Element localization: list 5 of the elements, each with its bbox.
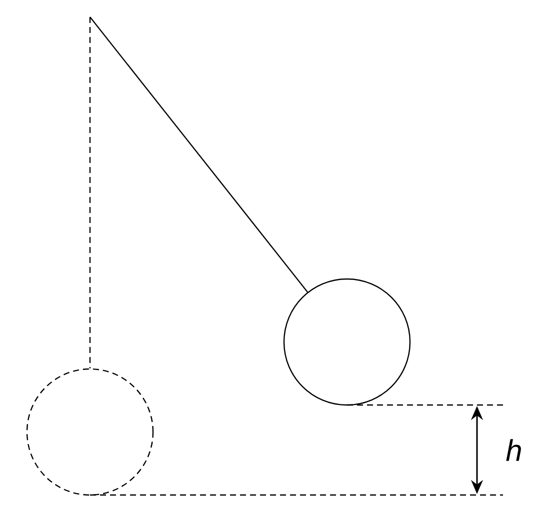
rest-line bbox=[89, 17, 91, 368]
dimension-label: h bbox=[506, 439, 521, 461]
bob-outline bbox=[26, 368, 154, 496]
pendulum-bob bbox=[283, 278, 411, 406]
string-line bbox=[90, 16, 308, 292]
